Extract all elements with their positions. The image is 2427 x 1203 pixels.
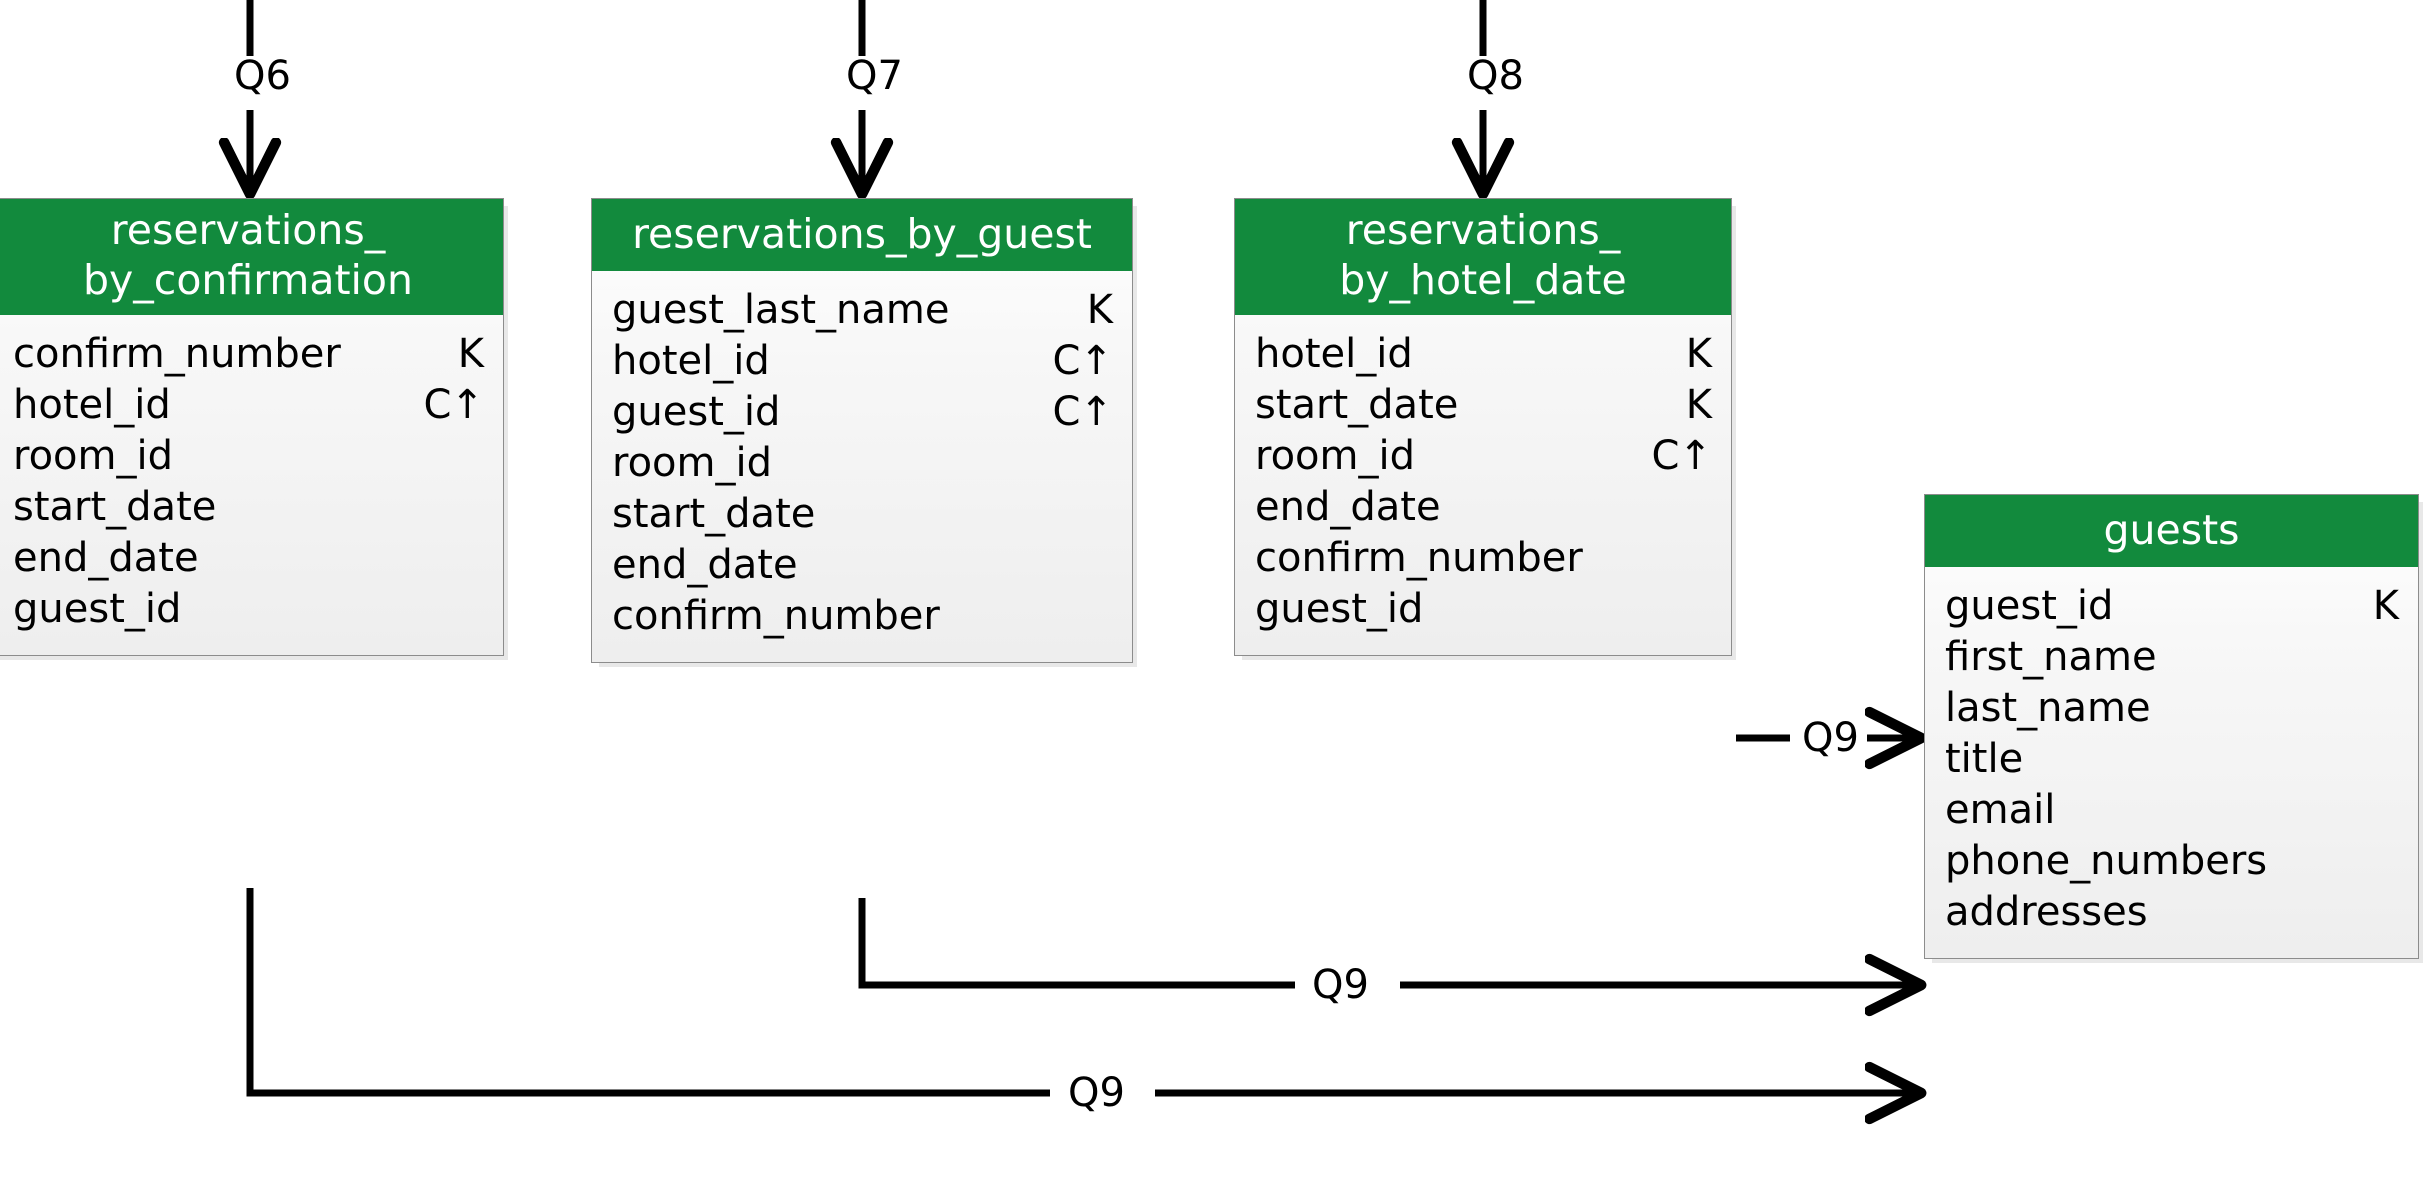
table-columns-reservations-by-confirmation: confirm_number K hotel_id C↑ room_id sta… [0, 315, 503, 655]
column-name: confirm_number [612, 593, 940, 639]
column-name: hotel_id [13, 382, 171, 428]
table-guests[interactable]: guests guest_id K first_name last_name t… [1924, 494, 2419, 959]
column-name: end_date [612, 542, 798, 588]
edge-label-q7: Q7 [838, 56, 911, 96]
edge-label-q9-hotel-date: Q9 [1794, 718, 1867, 758]
column-name: room_id [612, 440, 772, 486]
table-row: start_date [13, 482, 483, 533]
edge-label-q6: Q6 [226, 56, 299, 96]
column-name: room_id [13, 433, 173, 479]
column-name: room_id [1255, 433, 1415, 479]
table-title-guests: guests [1925, 495, 2418, 567]
table-row: addresses [1945, 887, 2398, 938]
table-row: guest_id [1255, 584, 1711, 635]
table-row: confirm_number K [13, 329, 484, 380]
column-key: K [457, 331, 484, 377]
table-reservations-by-confirmation[interactable]: reservations_ by_confirmation confirm_nu… [0, 198, 504, 656]
edge-q9-confirmation [246, 888, 1917, 1093]
column-name: hotel_id [1255, 331, 1413, 377]
table-row: hotel_id C↑ [13, 380, 484, 431]
column-key: K [1086, 287, 1113, 333]
table-title-reservations-by-confirmation: reservations_ by_confirmation [0, 199, 503, 315]
table-row: phone_numbers [1945, 836, 2398, 887]
table-row: guest_id C↑ [612, 387, 1113, 438]
column-name: first_name [1945, 634, 2157, 680]
column-name: end_date [1255, 484, 1441, 530]
column-name: guest_id [1255, 586, 1424, 632]
edge-label-q9-guest: Q9 [1304, 965, 1377, 1005]
table-row: end_date [612, 540, 1112, 591]
table-row: guest_id [13, 584, 483, 635]
column-key: C↑ [1651, 433, 1712, 479]
edge-q9-guest [858, 898, 1917, 985]
column-name: confirm_number [13, 331, 341, 377]
column-name: guest_last_name [612, 287, 950, 333]
table-title-reservations-by-guest: reservations_by_guest [592, 199, 1132, 271]
table-row: email [1945, 785, 2398, 836]
column-key: C↑ [1052, 338, 1113, 384]
edge-label-q8: Q8 [1459, 56, 1532, 96]
edge-label-q9-confirmation: Q9 [1060, 1073, 1133, 1113]
column-name: guest_id [1945, 583, 2114, 629]
column-key: K [2372, 583, 2399, 629]
table-row: end_date [1255, 482, 1711, 533]
column-name: guest_id [612, 389, 781, 435]
table-row: room_id [612, 438, 1112, 489]
table-row: last_name [1945, 683, 2398, 734]
column-name: title [1945, 736, 2024, 782]
column-key: C↑ [423, 382, 484, 428]
table-reservations-by-guest[interactable]: reservations_by_guest guest_last_name K … [591, 198, 1133, 663]
table-title-reservations-by-hotel-date: reservations_ by_hotel_date [1235, 199, 1731, 315]
column-name: start_date [13, 484, 217, 530]
table-row: hotel_id K [1255, 329, 1712, 380]
column-name: phone_numbers [1945, 838, 2268, 884]
table-row: confirm_number [1255, 533, 1711, 584]
table-row: start_date K [1255, 380, 1712, 431]
column-name: confirm_number [1255, 535, 1583, 581]
table-row: start_date [612, 489, 1112, 540]
column-name: email [1945, 787, 2056, 833]
column-name: hotel_id [612, 338, 770, 384]
table-row: title [1945, 734, 2398, 785]
column-name: last_name [1945, 685, 2151, 731]
column-name: addresses [1945, 889, 2148, 935]
column-name: start_date [1255, 382, 1459, 428]
table-row: room_id [13, 431, 483, 482]
table-columns-reservations-by-guest: guest_last_name K hotel_id C↑ guest_id C… [592, 271, 1132, 662]
column-key: K [1685, 382, 1712, 428]
table-row: first_name [1945, 632, 2398, 683]
column-key: K [1685, 331, 1712, 377]
table-reservations-by-hotel-date[interactable]: reservations_ by_hotel_date hotel_id K s… [1234, 198, 1732, 656]
column-name: start_date [612, 491, 816, 537]
table-row: guest_last_name K [612, 285, 1113, 336]
column-name: end_date [13, 535, 199, 581]
table-row: hotel_id C↑ [612, 336, 1113, 387]
table-row: end_date [13, 533, 483, 584]
column-key: C↑ [1052, 389, 1113, 435]
column-name: guest_id [13, 586, 182, 632]
table-columns-guests: guest_id K first_name last_name title em… [1925, 567, 2418, 958]
table-row: guest_id K [1945, 581, 2399, 632]
table-columns-reservations-by-hotel-date: hotel_id K start_date K room_id C↑ end_d… [1235, 315, 1731, 655]
table-row: room_id C↑ [1255, 431, 1712, 482]
table-row: confirm_number [612, 591, 1112, 642]
